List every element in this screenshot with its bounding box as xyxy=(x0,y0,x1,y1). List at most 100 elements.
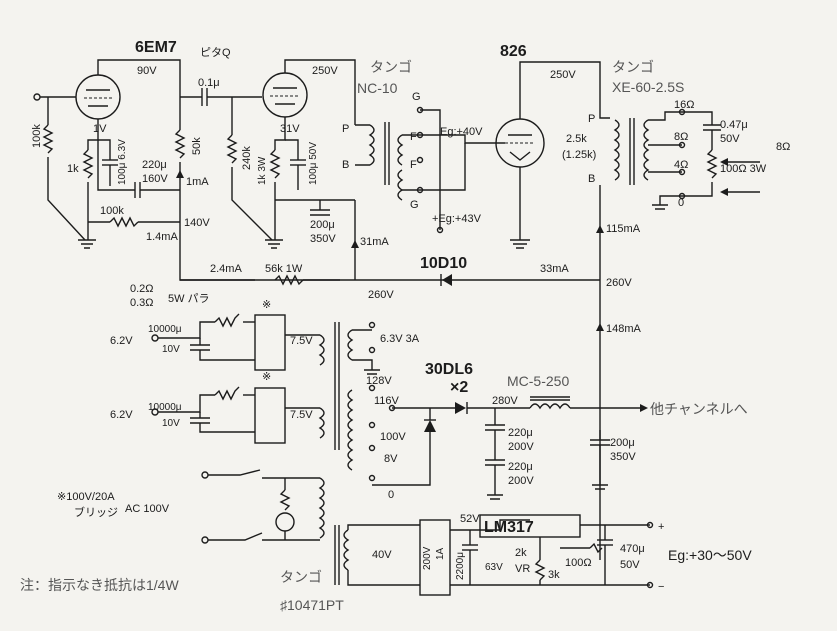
label-c01: 0.1μ xyxy=(198,77,220,89)
label-7-5v-a: 7.5V xyxy=(290,335,313,347)
label-c200b: 350V xyxy=(310,233,336,245)
label-c200-350c: 200μ xyxy=(610,437,635,449)
pin-p2: P xyxy=(588,113,595,125)
label-7-5v-b: 7.5V xyxy=(290,409,313,421)
pin-g1: G xyxy=(412,91,421,103)
label-140v: 140V xyxy=(184,217,210,229)
label-c2200: 2200μ xyxy=(455,552,466,580)
transformer-xe60 xyxy=(613,118,650,185)
label-r1k3w: 1k 3W xyxy=(257,156,268,185)
eg-supply xyxy=(334,514,654,596)
label-30dl6: 30DL6 xyxy=(425,361,473,378)
pin-g2: G xyxy=(410,199,419,211)
label-3k: 3k xyxy=(548,569,560,581)
power-transformer xyxy=(334,322,354,471)
label-31ma: 31mA xyxy=(360,236,389,248)
label-r100k-a: 100k xyxy=(31,124,43,148)
label-c200-350d: 350V xyxy=(610,451,636,463)
label-31v: 31V xyxy=(280,123,300,135)
label-c047b: 50V xyxy=(720,133,740,145)
label-nc10: NC-10 xyxy=(357,80,398,96)
tube-label-826: 826 xyxy=(500,43,527,60)
label-bridge-1a: 1A xyxy=(435,547,446,560)
label-c10000a: 10000μ xyxy=(148,324,182,335)
tap-8: 8Ω xyxy=(674,131,688,143)
label-c220a: 220μ xyxy=(142,159,167,171)
label-xe60: XE-60-2.5S xyxy=(612,79,684,95)
label-tango-2: タンゴ xyxy=(612,59,654,75)
pin-b: B xyxy=(342,159,349,171)
label-1-25k: (1.25k) xyxy=(562,149,596,161)
label-10v-b: 10V xyxy=(162,418,180,429)
heater-supply-1 xyxy=(151,313,325,371)
label-128v: 128V xyxy=(366,375,392,387)
tube-label-piq: ピタQ xyxy=(200,46,231,59)
label-c100-63: 100μ 6.3V xyxy=(117,139,128,185)
label-6-2v-a: 6.2V xyxy=(110,335,133,347)
label-r100-3w: 100Ω 3W xyxy=(720,163,767,175)
label-5w-para: 5W パラ xyxy=(168,292,210,305)
label-1ma: 1mA xyxy=(186,176,209,188)
pin-b2: B xyxy=(588,173,595,185)
label-pt: ♯10471PT xyxy=(280,597,344,613)
label-250v-a: 250V xyxy=(312,65,338,77)
tap-0: 0 xyxy=(678,197,684,209)
label-eg43: +Eg:+43V xyxy=(432,213,482,225)
label-260v-a: 260V xyxy=(368,289,394,301)
label-1-4ma: 1.4mA xyxy=(146,231,178,243)
mark-1: ※ xyxy=(262,299,271,311)
label-r56k: 56k 1W xyxy=(265,263,303,275)
pin-p: P xyxy=(342,123,349,135)
label-lm317: LM317 xyxy=(484,519,534,536)
label-c047a: 0.47μ xyxy=(720,119,748,131)
heater-supply-2 xyxy=(151,386,325,444)
tube-label-6em7: 6EM7 xyxy=(135,39,177,56)
tap-4: 4Ω xyxy=(674,159,688,171)
label-c10000b: 10000μ xyxy=(148,402,182,413)
label-eg40: Eg:+40V xyxy=(440,126,483,138)
label-6-3v-3a: 6.3V 3A xyxy=(380,333,420,345)
label-100v: 100V xyxy=(380,431,406,443)
tap-16: 16Ω xyxy=(674,99,694,111)
label-c220b: 160V xyxy=(142,173,168,185)
label-r03: 0.3Ω xyxy=(130,297,154,309)
mark-2: ※ xyxy=(262,371,271,383)
label-c220-200d: 200V xyxy=(508,475,534,487)
label-mc5: MC-5-250 xyxy=(507,373,569,389)
label-minus: − xyxy=(658,581,664,593)
label-0: 0 xyxy=(388,489,394,501)
label-vr: VR xyxy=(515,563,530,575)
label-x2: ×2 xyxy=(450,379,468,396)
label-r50k: 50k xyxy=(191,137,203,155)
label-10d10: 10D10 xyxy=(420,255,467,272)
label-r02: 0.2Ω xyxy=(130,283,154,295)
label-33ma: 33mA xyxy=(540,263,569,275)
label-63v: 63V xyxy=(485,562,503,573)
label-148ma: 148mA xyxy=(606,323,642,335)
label-280v: 280V xyxy=(492,395,518,407)
label-other-channel: 他チャンネルへ xyxy=(650,401,748,417)
label-c100-50: 100μ 50V xyxy=(308,142,319,185)
label-ac100: AC 100V xyxy=(125,503,170,515)
label-260v-b: 260V xyxy=(606,277,632,289)
label-115ma: 115mA xyxy=(606,223,641,235)
label-116v: 116V xyxy=(374,395,400,407)
label-100ohm: 100Ω xyxy=(565,557,592,569)
label-plus: + xyxy=(658,521,664,533)
label-c470a: 470μ xyxy=(620,543,645,555)
pin-f2: F xyxy=(410,159,417,171)
label-r240k: 240k xyxy=(241,146,253,170)
label-c470b: 50V xyxy=(620,559,640,571)
label-r100k-b: 100k xyxy=(100,205,124,217)
label-52v: 52V xyxy=(460,513,480,525)
label-10v-a: 10V xyxy=(162,344,180,355)
transformer-nc10 xyxy=(368,122,404,201)
label-out8: 8Ω xyxy=(776,141,790,153)
label-c220-200b: 200V xyxy=(508,441,534,453)
label-bridge-note-1: ※100V/20A xyxy=(57,491,115,503)
label-bridge-note-2: ブリッジ xyxy=(74,505,118,519)
label-r1k: 1k xyxy=(67,163,79,175)
